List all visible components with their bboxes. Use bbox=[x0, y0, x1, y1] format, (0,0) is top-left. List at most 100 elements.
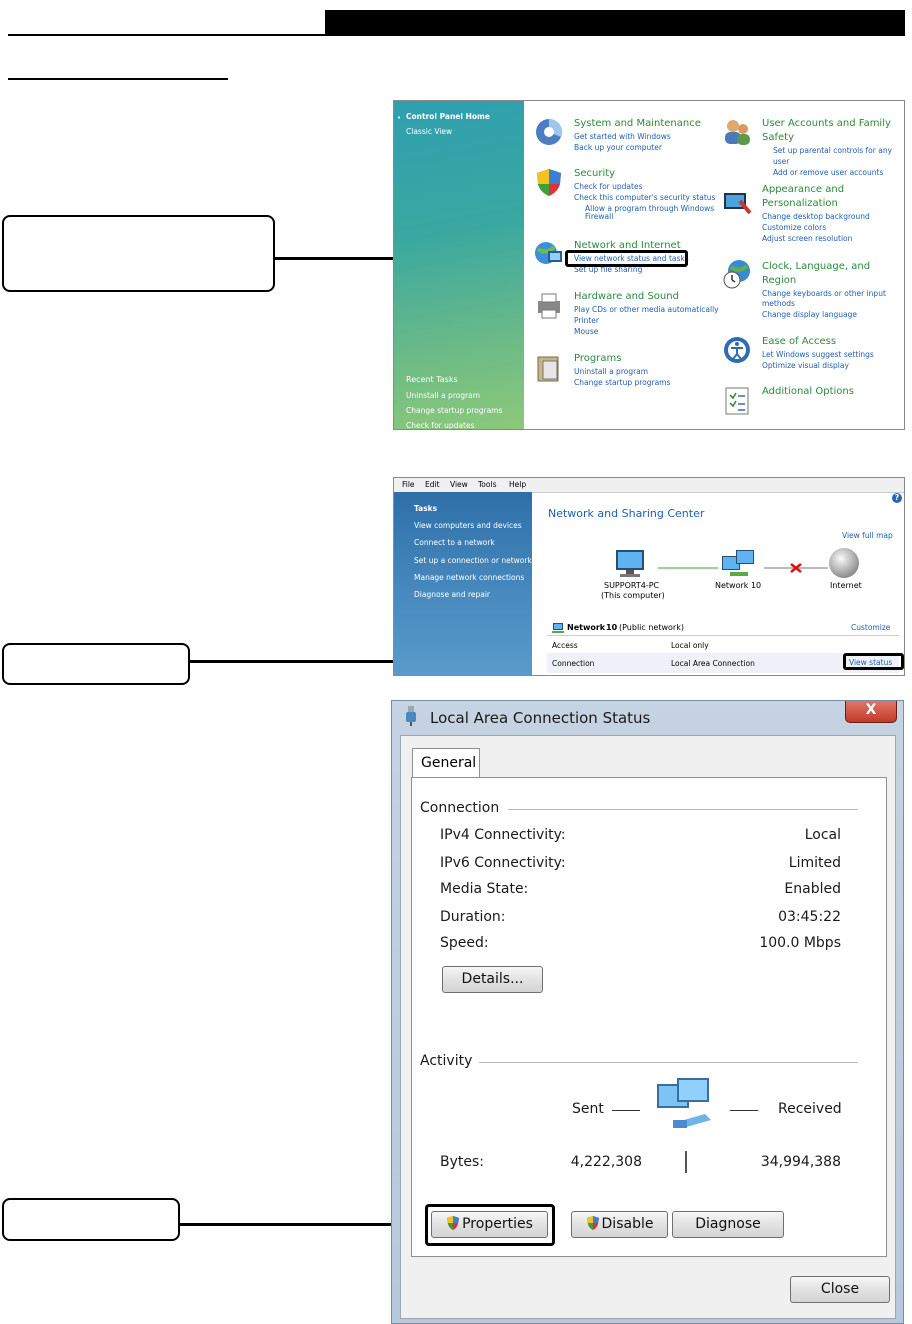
category-title[interactable]: Appearance and bbox=[762, 184, 845, 195]
category-link[interactable]: Optimize visual display bbox=[762, 361, 849, 370]
category-link[interactable]: Mouse bbox=[574, 327, 599, 336]
menu-edit[interactable]: Edit bbox=[425, 480, 440, 489]
category-ease-of-access: Ease of Access Let Windows suggest setti… bbox=[762, 335, 874, 371]
recent-task-item[interactable]: Check for updates bbox=[406, 421, 475, 430]
sent-label: Sent bbox=[572, 1101, 604, 1117]
network-computers-icon bbox=[657, 1078, 711, 1128]
category-title[interactable]: Ease of Access bbox=[762, 336, 837, 347]
task-link[interactable]: Set up a connection or network bbox=[414, 556, 532, 565]
help-icon[interactable]: ? bbox=[892, 493, 902, 503]
close-button[interactable]: Close bbox=[790, 1276, 890, 1303]
menu-help[interactable]: Help bbox=[509, 480, 527, 489]
category-title[interactable]: System and Maintenance bbox=[574, 118, 701, 129]
view-status-link[interactable]: View status bbox=[849, 658, 893, 667]
media-state-label: Media State: bbox=[440, 881, 529, 897]
connection-row-bg bbox=[547, 653, 899, 673]
received-dash bbox=[730, 1110, 758, 1111]
category-title[interactable]: Hardware and Sound bbox=[574, 291, 679, 302]
category-title[interactable]: Clock, Language, and bbox=[762, 261, 871, 272]
access-label: Access bbox=[552, 641, 578, 650]
category-link[interactable]: Firewall bbox=[585, 212, 614, 221]
sent-dash bbox=[612, 1110, 640, 1111]
network-icon bbox=[722, 550, 754, 576]
menu-tools[interactable]: Tools bbox=[478, 480, 497, 489]
category-link[interactable]: Back up your computer bbox=[574, 143, 662, 152]
dialog-body: General Connection IPv4 Connectivity: Lo… bbox=[400, 735, 896, 1319]
network-type: (Public network) bbox=[619, 623, 684, 632]
group-divider bbox=[479, 1062, 858, 1063]
task-link[interactable]: Connect to a network bbox=[414, 538, 495, 547]
network-cable-icon bbox=[406, 706, 416, 726]
ease-of-access-icon bbox=[724, 337, 750, 363]
task-link[interactable]: Diagnose and repair bbox=[414, 590, 491, 599]
category-title[interactable]: Programs bbox=[574, 353, 622, 364]
category-link[interactable]: Adjust screen resolution bbox=[762, 234, 853, 243]
category-link[interactable]: Change startup programs bbox=[574, 378, 671, 387]
callout-box-3 bbox=[2, 1198, 180, 1241]
category-link[interactable]: Check for updates bbox=[574, 182, 643, 191]
category-link[interactable]: Play CDs or other media automatically bbox=[574, 305, 719, 314]
category-title[interactable]: User Accounts and Family bbox=[762, 118, 891, 129]
task-link[interactable]: Manage network connections bbox=[414, 573, 525, 582]
category-link[interactable]: Set up file sharing bbox=[574, 265, 643, 274]
connection-label: Connection bbox=[552, 659, 595, 668]
category-title-line2[interactable]: Region bbox=[762, 275, 797, 286]
category-link[interactable]: Printer bbox=[574, 316, 599, 325]
category-clock-language: Clock, Language, and Region Change keybo… bbox=[762, 260, 886, 320]
category-user-accounts: User Accounts and Family Safety Set up p… bbox=[762, 117, 904, 178]
category-link[interactable]: Change keyboards or other input bbox=[762, 289, 886, 298]
category-title[interactable]: Additional Options bbox=[762, 386, 854, 397]
category-appearance: Appearance and Personalization Change de… bbox=[762, 183, 870, 244]
close-icon[interactable]: X bbox=[845, 701, 897, 723]
tasks-heading: Tasks bbox=[414, 504, 438, 513]
category-link[interactable]: Check this computer's security status bbox=[574, 193, 716, 202]
programs-icon bbox=[537, 356, 559, 382]
view-full-map-link[interactable]: View full map bbox=[842, 531, 893, 540]
category-title-line2[interactable]: Safety bbox=[762, 132, 794, 143]
recent-task-item[interactable]: Change startup programs bbox=[406, 406, 503, 415]
category-link[interactable]: Change display language bbox=[762, 310, 858, 319]
category-link[interactable]: Get started with Windows bbox=[574, 132, 671, 141]
tab-general[interactable]: General bbox=[412, 748, 480, 778]
menu-view[interactable]: View bbox=[450, 480, 468, 489]
sidebar-item-classic-view[interactable]: Classic View bbox=[406, 127, 453, 136]
category-hardware-sound: Hardware and Sound Play CDs or other med… bbox=[574, 290, 719, 337]
task-link[interactable]: View computers and devices bbox=[414, 521, 522, 530]
category-link[interactable]: Customize colors bbox=[762, 223, 827, 232]
bytes-separator bbox=[685, 1151, 687, 1173]
group-divider bbox=[508, 809, 858, 810]
disable-button[interactable]: Disable bbox=[571, 1211, 668, 1238]
category-link[interactable]: Allow a program through Windows bbox=[585, 204, 715, 213]
local-area-connection-status-dialog: Local Area Connection Status X General C… bbox=[391, 700, 904, 1324]
diagnose-button[interactable]: Diagnose bbox=[672, 1211, 784, 1238]
view-network-status-link[interactable]: View network status and tasks bbox=[574, 254, 689, 263]
category-link[interactable]: Uninstall a program bbox=[574, 367, 649, 376]
callout-line-3 bbox=[180, 1223, 426, 1226]
properties-button[interactable]: Properties bbox=[431, 1211, 548, 1238]
ipv6-label: IPv6 Connectivity: bbox=[440, 855, 566, 871]
category-link[interactable]: Set up parental controls for any user bbox=[773, 146, 893, 166]
ipv6-value: Limited bbox=[788, 855, 841, 871]
category-title[interactable]: Security bbox=[574, 168, 616, 179]
category-link[interactable]: methods bbox=[762, 299, 795, 308]
category-link[interactable]: Add or remove user accounts bbox=[773, 168, 884, 177]
network-label: Network 10 bbox=[715, 581, 762, 590]
sidebar-item-home[interactable]: Control Panel Home bbox=[406, 112, 490, 121]
header-rule bbox=[8, 34, 326, 36]
header-bar bbox=[325, 10, 905, 36]
connection-line bbox=[658, 567, 718, 569]
customize-link[interactable]: Customize bbox=[851, 623, 891, 632]
category-link[interactable]: Change desktop background bbox=[762, 212, 870, 221]
callout-box-1 bbox=[2, 215, 275, 292]
internet-globe-icon bbox=[829, 548, 859, 578]
category-link[interactable]: Let Windows suggest settings bbox=[762, 350, 874, 359]
clock-globe-icon bbox=[723, 260, 750, 289]
category-title-line2[interactable]: Personalization bbox=[762, 198, 838, 209]
duration-value: 03:45:22 bbox=[778, 909, 841, 925]
connection-value[interactable]: Local Area Connection bbox=[671, 659, 755, 668]
recent-task-item[interactable]: Uninstall a program bbox=[406, 391, 481, 400]
bytes-label: Bytes: bbox=[440, 1154, 485, 1170]
menu-file[interactable]: File bbox=[402, 480, 415, 489]
category-title[interactable]: Network and Internet bbox=[574, 240, 681, 251]
details-button[interactable]: Details... bbox=[442, 966, 543, 993]
